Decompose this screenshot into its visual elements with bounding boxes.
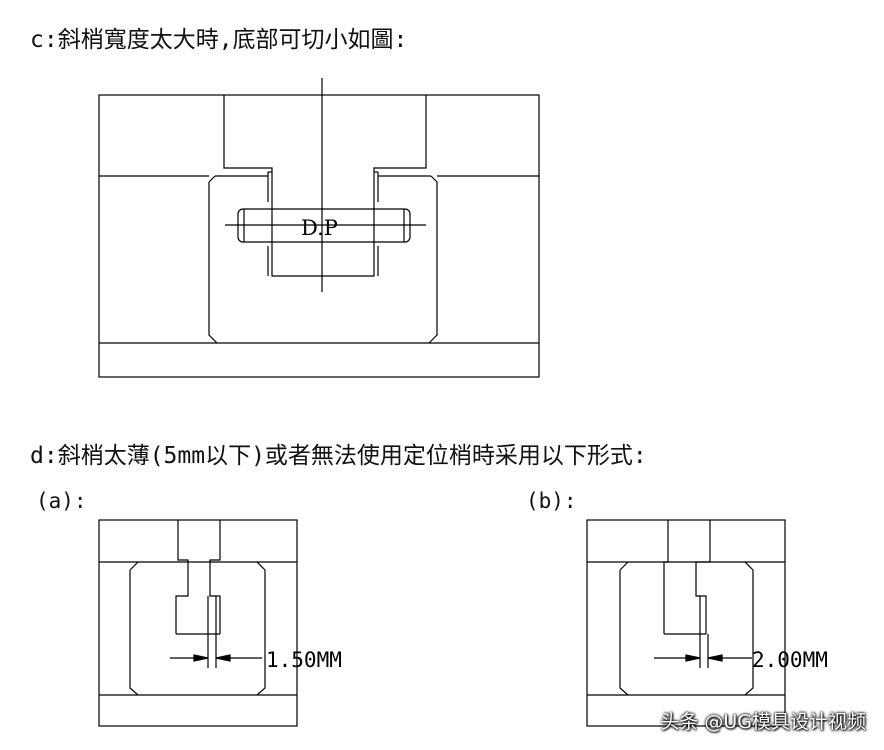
figure-a-dimension: 1.50MM — [266, 648, 342, 672]
figure-a-drawing — [98, 519, 298, 727]
watermark: 头条 @UG模具设计视频 — [660, 711, 866, 733]
figure-a-label: (a): — [36, 489, 87, 513]
figure-c-drawing — [98, 78, 540, 378]
figure-b-dimension: 2.00MM — [752, 648, 828, 672]
dp-label: D.P — [301, 216, 338, 240]
figure-b-drawing — [586, 519, 786, 727]
section-d-heading: d:斜梢太薄(5mm以下)或者無法使用定位梢時采用以下形式: — [30, 443, 647, 469]
section-c-heading: c:斜梢寬度太大時,底部可切小如圖: — [30, 27, 408, 53]
figure-b-label: (b): — [526, 489, 577, 513]
